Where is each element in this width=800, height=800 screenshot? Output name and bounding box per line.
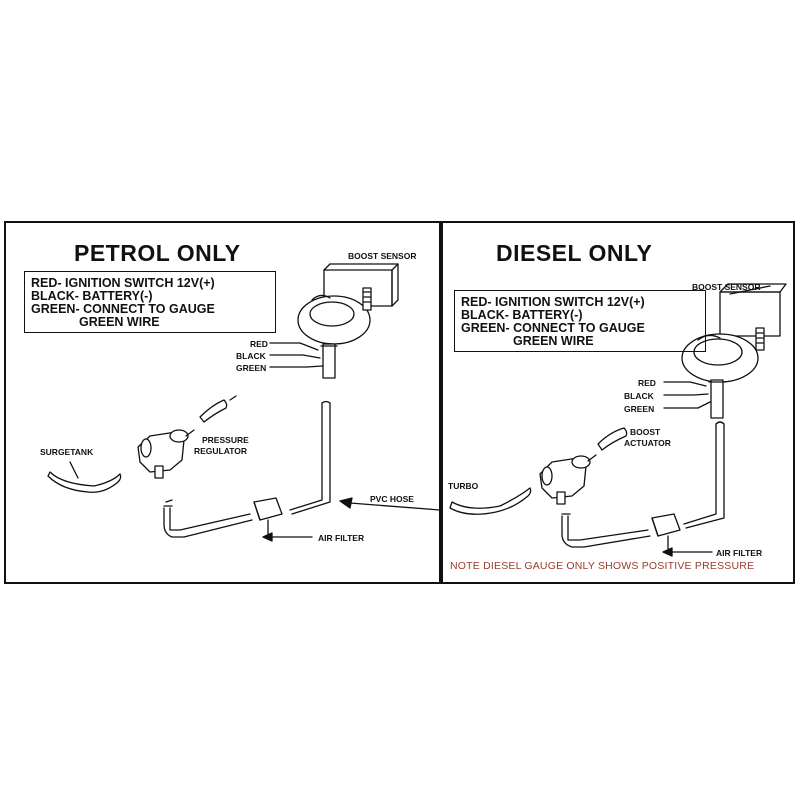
- diesel-boost-sensor-drawing: [681, 283, 787, 419]
- petrol-vacuum-line: [163, 400, 331, 538]
- diesel-turbo-label: TURBO: [448, 481, 479, 491]
- petrol-legend-green: GREEN- CONNECT TO GAUGE: [31, 302, 215, 316]
- petrol-air-filter-label: AIR FILTER: [318, 533, 365, 543]
- panel-divider: [439, 221, 443, 584]
- diesel-boost-sensor-label: BOOST SENSOR: [692, 282, 761, 292]
- petrol-legend-green-wire: GREEN WIRE: [79, 315, 160, 329]
- petrol-legend-red: RED- IGNITION SWITCH 12V(+): [31, 276, 215, 290]
- diesel-turbo-hose: [449, 487, 532, 515]
- diesel-green-wire-label: GREEN: [624, 404, 655, 414]
- petrol-hose-piece: [199, 395, 237, 423]
- petrol-tee-fitting: [137, 429, 195, 479]
- petrol-title: PETROL ONLY: [74, 240, 241, 266]
- petrol-regulator-label: REGULATOR: [194, 446, 248, 456]
- diesel-black-wire-label: BLACK: [624, 391, 654, 401]
- petrol-red-wire-label: RED: [250, 339, 268, 349]
- petrol-pvc-hose-label: PVC HOSE: [370, 494, 414, 504]
- petrol-green-wire-label: GREEN: [236, 363, 267, 373]
- diesel-legend-green-wire: GREEN WIRE: [513, 334, 594, 348]
- diesel-vacuum-line: [561, 421, 725, 548]
- diesel-air-filter-label: AIR FILTER: [716, 548, 763, 558]
- diesel-air-filter-drawing: [651, 513, 681, 551]
- petrol-legend-black: BLACK- BATTERY(-): [31, 289, 153, 303]
- diesel-legend-red: RED- IGNITION SWITCH 12V(+): [461, 295, 645, 309]
- diesel-wiring-legend: RED- IGNITION SWITCH 12V(+) BLACK- BATTE…: [454, 290, 706, 352]
- petrol-black-wire-label: BLACK: [236, 351, 266, 361]
- diesel-boost-label: BOOST: [630, 427, 661, 437]
- diesel-red-wire-label: RED: [638, 378, 656, 388]
- diesel-hose-piece: [597, 427, 628, 451]
- petrol-boost-sensor-drawing: [297, 263, 399, 379]
- petrol-air-filter-drawing: [253, 497, 283, 536]
- petrol-surgetank-hose: [47, 461, 122, 493]
- diesel-title: DIESEL ONLY: [496, 240, 653, 266]
- diesel-note: NOTE DIESEL GAUGE ONLY SHOWS POSITIVE PR…: [450, 560, 755, 572]
- petrol-wiring-legend: RED- IGNITION SWITCH 12V(+) BLACK- BATTE…: [24, 271, 276, 333]
- petrol-pressure-label: PRESSURE: [202, 435, 249, 445]
- petrol-surgetank-label: SURGETANK: [40, 447, 94, 457]
- diesel-legend-green: GREEN- CONNECT TO GAUGE: [461, 321, 645, 335]
- petrol-boost-sensor-label: BOOST SENSOR: [348, 251, 417, 261]
- diesel-legend-black: BLACK- BATTERY(-): [461, 308, 583, 322]
- diesel-tee-fitting: [539, 454, 597, 505]
- diesel-actuator-label: ACTUATOR: [624, 438, 671, 448]
